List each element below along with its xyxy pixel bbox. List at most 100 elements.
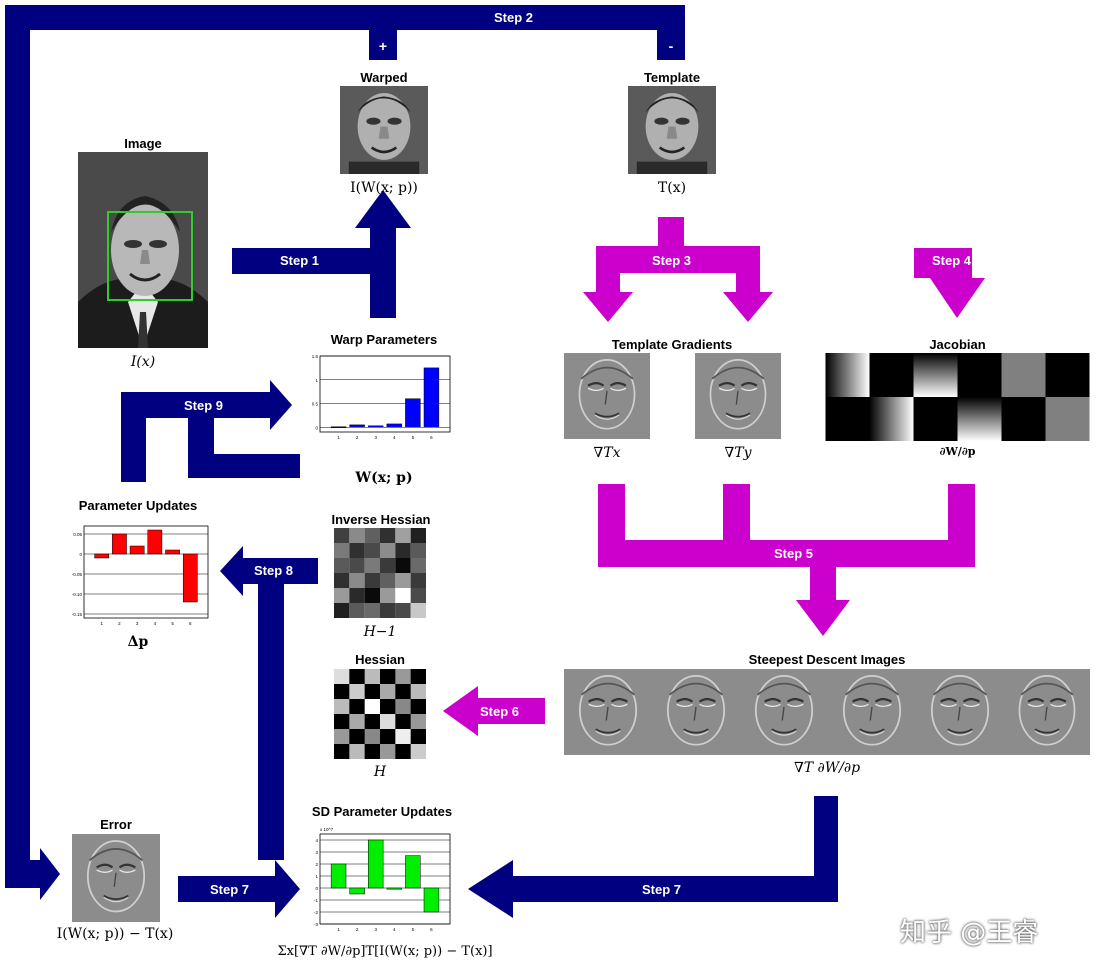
input-image <box>78 152 208 348</box>
step4-label: Step 4 <box>932 253 972 268</box>
param-updates-math: Δp <box>127 634 149 650</box>
chart-bar <box>386 887 402 890</box>
hessian-image <box>334 669 426 759</box>
error-title: Error <box>100 817 132 832</box>
step1-label: Step 1 <box>280 253 320 268</box>
x-tick-label: 6 <box>189 621 192 626</box>
steepest-image-3 <box>740 669 828 755</box>
chart-bar <box>386 423 402 428</box>
chart-bar <box>368 425 384 428</box>
x-tick-label: 6 <box>430 927 433 932</box>
step8-label: Step 8 <box>254 563 294 578</box>
y-tick-label: 2 <box>315 862 318 867</box>
x-tick-label: 3 <box>374 927 377 932</box>
image-title: Image <box>124 136 162 151</box>
steepest-title: Steepest Descent Images <box>748 652 906 667</box>
warped-image <box>340 86 428 174</box>
warped-math: I(W(x; p)) <box>350 180 418 196</box>
jacobian-image <box>825 353 1090 441</box>
warped-title: Warped <box>360 70 408 85</box>
y-tick-label: -0.15 <box>72 612 83 617</box>
chart-bar <box>94 553 110 559</box>
y-tick-label: 0.05 <box>73 532 82 537</box>
template-gradients-title: Template Gradients <box>611 337 733 352</box>
x-tick-label: 2 <box>118 621 121 626</box>
chart-bar <box>349 887 365 895</box>
y-tick-label: 3 <box>315 850 318 855</box>
y-tick-label: -3 <box>314 922 318 927</box>
gradient-y-image <box>695 352 781 440</box>
step7-left-label: Step 7 <box>210 882 250 897</box>
step4-arrow <box>914 248 985 318</box>
x-tick-label: 1 <box>100 621 103 626</box>
step6-label: Step 6 <box>480 704 520 719</box>
jacobian-title: Jacobian <box>929 337 986 352</box>
step7-right-label: Step 7 <box>642 882 682 897</box>
template-image <box>628 86 716 174</box>
chart-bar <box>330 426 347 429</box>
y-tick-label: -2 <box>314 910 318 915</box>
x-tick-label: 4 <box>393 435 396 440</box>
x-tick-label: 3 <box>374 435 377 440</box>
warp-params-title: Warp Parameters <box>330 332 438 347</box>
inverse-hessian-title: Inverse Hessian <box>331 512 431 527</box>
chart-bar <box>165 549 180 555</box>
steepest-images <box>564 669 1090 755</box>
chart-bar <box>147 529 163 555</box>
y-tick-label: 0.5 <box>312 402 319 407</box>
step2-label: Step 2 <box>494 10 534 25</box>
step3-label: Step 3 <box>652 253 692 268</box>
gradient-y-math: ∇Ty <box>724 445 752 461</box>
chart-bar <box>182 553 198 603</box>
minus-sign: - <box>668 38 674 54</box>
step5-arrow <box>598 484 975 636</box>
chart-bar <box>129 545 145 555</box>
hessian-math: H <box>373 764 387 780</box>
step7-right-arrow <box>468 796 838 918</box>
chart-bar <box>423 887 440 913</box>
x-tick-label: 6 <box>430 435 433 440</box>
x-tick-label: 1 <box>337 927 340 932</box>
inverse-hessian-math: H−1 <box>363 624 397 640</box>
x-tick-label: 2 <box>356 435 359 440</box>
steepest-math: ∇T ∂W/∂p <box>793 760 861 776</box>
chart-bar <box>405 398 421 428</box>
chart-bar <box>405 855 421 889</box>
error-image <box>72 834 160 922</box>
y-tick-label: -0.10 <box>72 592 83 597</box>
x-tick-label: 5 <box>412 435 415 440</box>
chart-bar <box>368 839 384 889</box>
hessian-title: Hessian <box>355 652 405 667</box>
step5-label: Step 5 <box>774 546 814 561</box>
image-math: I(x) <box>130 354 156 370</box>
step1-arrow <box>232 190 411 318</box>
step6-arrow <box>443 686 545 736</box>
y-tick-label: 0 <box>315 886 318 891</box>
error-math: I(W(x; p)) − T(x) <box>56 926 174 942</box>
step3-arrow <box>583 217 773 322</box>
sd-updates-title: SD Parameter Updates <box>311 804 453 819</box>
scale-label: x 10^7 <box>320 827 334 832</box>
y-tick-label: -1 <box>314 898 318 903</box>
x-tick-label: 4 <box>154 621 157 626</box>
step9-return <box>188 418 300 478</box>
steepest-image-5 <box>916 669 1004 755</box>
warp-params-math: W(x; p) <box>355 470 413 486</box>
steepest-image-2 <box>652 669 740 755</box>
y-tick-label: 0 <box>315 425 318 430</box>
sd-updates-math: Σx[∇T ∂W/∂p]T[I(W(x; p)) − T(x)] <box>277 944 493 959</box>
inverse-hessian-image <box>334 528 426 618</box>
jacobian-math: ∂W/∂p <box>939 445 976 458</box>
gradient-x-image <box>564 352 650 440</box>
y-tick-label: 1 <box>315 874 318 879</box>
x-tick-label: 5 <box>412 927 415 932</box>
steepest-image-6 <box>1004 669 1090 755</box>
step7-left-arrow <box>178 860 300 918</box>
x-tick-label: 4 <box>393 927 396 932</box>
template-title: Template <box>643 70 701 85</box>
step9-label: Step 9 <box>184 398 224 413</box>
chart-bar <box>330 863 347 889</box>
steepest-image-4 <box>828 669 916 755</box>
